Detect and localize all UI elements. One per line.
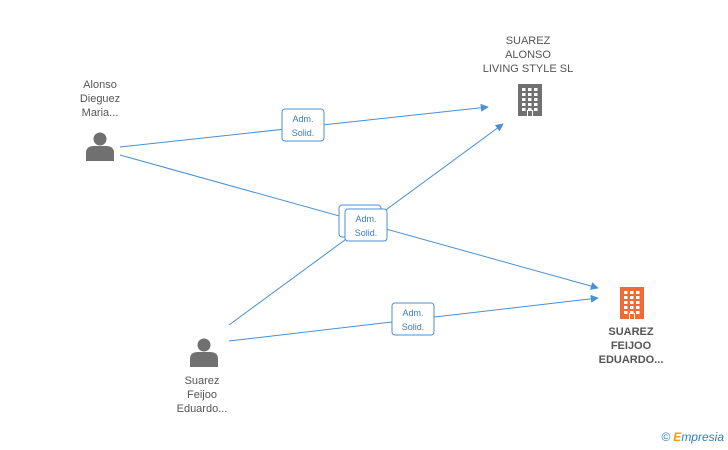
person-icon[interactable]	[86, 132, 114, 162]
company-alonso-label[interactable]: SUAREZ ALONSO LIVING STYLE SL	[482, 35, 574, 75]
brand-initial: E	[673, 430, 682, 444]
person-icon[interactable]	[190, 338, 218, 368]
role-badge-text: Solid.	[355, 228, 378, 238]
role-badge-text: Solid.	[402, 322, 425, 332]
person-alonso-label[interactable]: Alonso Dieguez Maria...	[79, 79, 121, 119]
role-badge-text: Adm.	[402, 308, 423, 318]
role-badge-text: Solid.	[292, 128, 315, 138]
role-badge-text: Adm.	[292, 114, 313, 124]
building-icon[interactable]	[518, 84, 542, 116]
person-suarez-label[interactable]: Suarez Feijoo Eduardo...	[176, 375, 228, 415]
copyright-symbol: ©	[661, 430, 671, 444]
role-badge-text: Adm.	[355, 214, 376, 224]
role-badge[interactable]: Adm. Solid.	[344, 208, 388, 242]
brand-name: mpresia	[681, 430, 724, 444]
role-badge[interactable]: Adm. Solid.	[281, 108, 325, 142]
role-badge[interactable]: Adm. Solid.	[391, 302, 435, 336]
empresia-watermark: ©Empresia	[661, 430, 724, 444]
building-icon[interactable]	[620, 287, 644, 319]
company-feijoo-label[interactable]: SUAREZ FEIJOO EDUARDO...	[598, 326, 664, 366]
